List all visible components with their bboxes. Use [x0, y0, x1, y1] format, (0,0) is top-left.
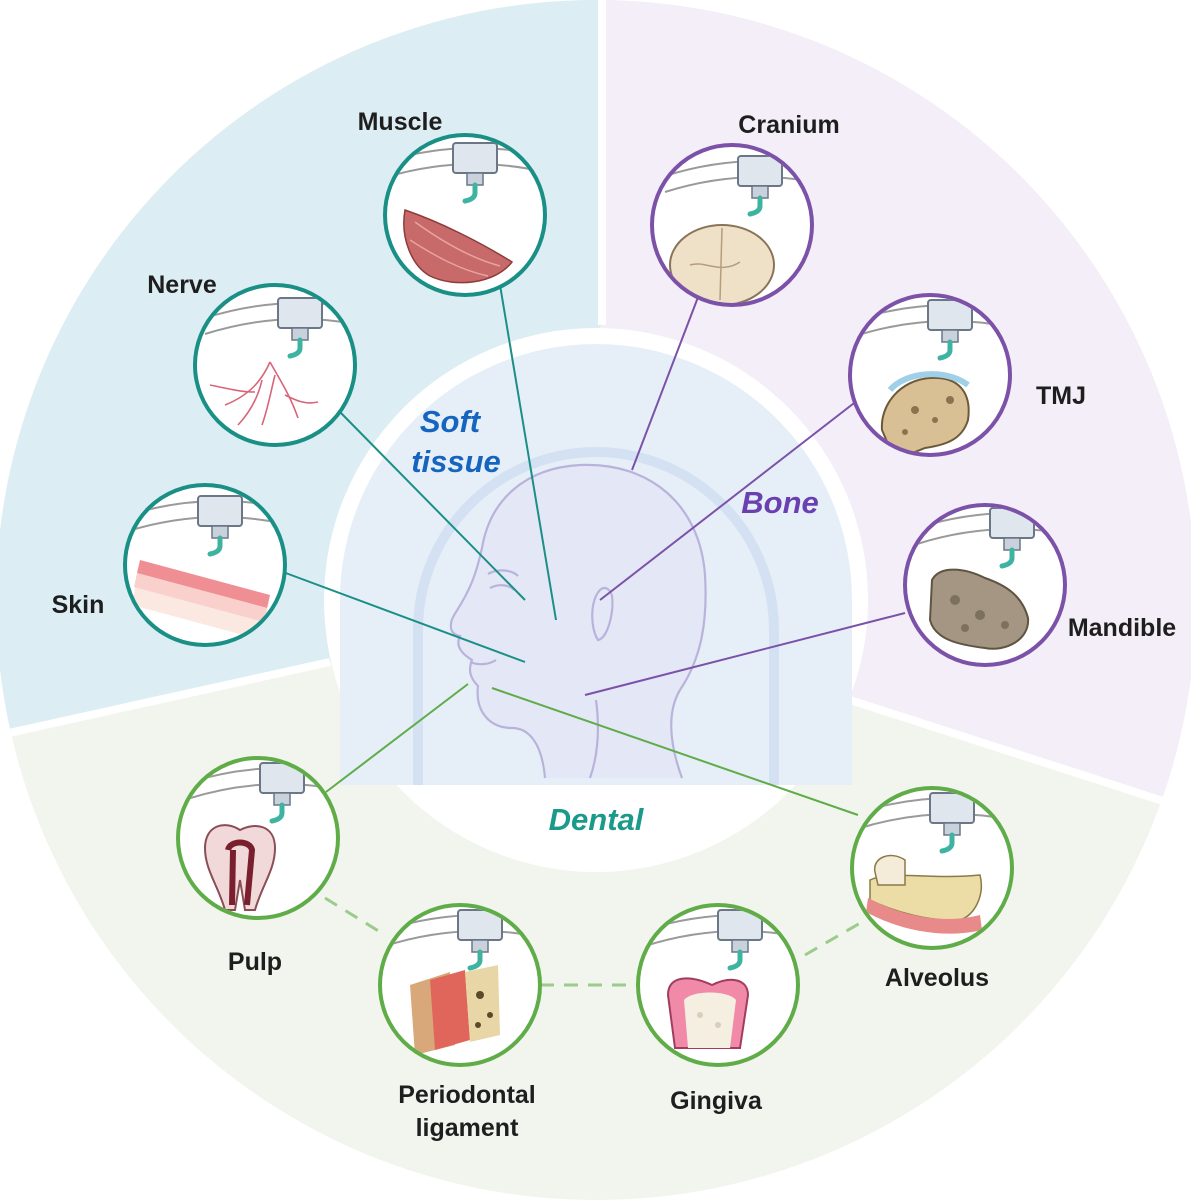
soft-tissue-label-line2: tissue: [411, 444, 501, 479]
muscle-label: Muscle: [358, 108, 443, 136]
gingiva-label: Gingiva: [670, 1087, 763, 1115]
nerve-tissue-icon: [209, 361, 319, 426]
connector-lines: [282, 284, 906, 816]
mandible-label: Mandible: [1068, 614, 1176, 642]
gingiva-circle: [636, 903, 800, 1067]
mandible-circle: [903, 503, 1067, 667]
alveolus-circle: [850, 786, 1014, 950]
periodontal-label-line1: Periodontal: [398, 1081, 536, 1109]
category-labels: Soft tissue Bone Dental: [411, 404, 819, 837]
gingiva-icon: [666, 977, 750, 1049]
tmj-label: TMJ: [1036, 382, 1086, 410]
cranium-circle: [650, 143, 814, 307]
tmj-circle: [848, 293, 1012, 457]
pulp-label: Pulp: [228, 948, 282, 976]
tmj-joint-icon: [880, 371, 970, 453]
skin-label: Skin: [52, 591, 105, 619]
tissue-labels: Muscle Nerve Skin Cranium TMJ Mandible P…: [52, 108, 1177, 1142]
cranium-label: Cranium: [738, 111, 839, 139]
dashed-connectors: [324, 896, 863, 987]
dental-label: Dental: [549, 802, 645, 837]
alveolus-label: Alveolus: [885, 964, 989, 992]
mandible-bone-icon: [928, 568, 1030, 650]
tooth-pulp-icon: [203, 824, 277, 911]
skin-tissue-icon: [132, 560, 270, 640]
periodontal-circle: [378, 903, 542, 1067]
head-halo: [413, 447, 779, 785]
pulp-circle: [176, 756, 340, 920]
nerve-label: Nerve: [147, 271, 217, 299]
soft-tissue-label-line1: Soft: [420, 404, 482, 439]
alveolar-bone-icon: [866, 854, 982, 934]
bone-label: Bone: [741, 485, 819, 520]
skin-circle: [123, 483, 287, 647]
muscle-circle: [383, 133, 547, 297]
periodontal-label-line2: ligament: [416, 1114, 519, 1142]
periodontal-ligament-icon: [410, 965, 500, 1055]
head-profile-icon: [449, 463, 707, 779]
nerve-circle: [193, 283, 357, 447]
muscle-tissue-icon: [403, 209, 514, 284]
cranium-icon: [669, 224, 775, 303]
